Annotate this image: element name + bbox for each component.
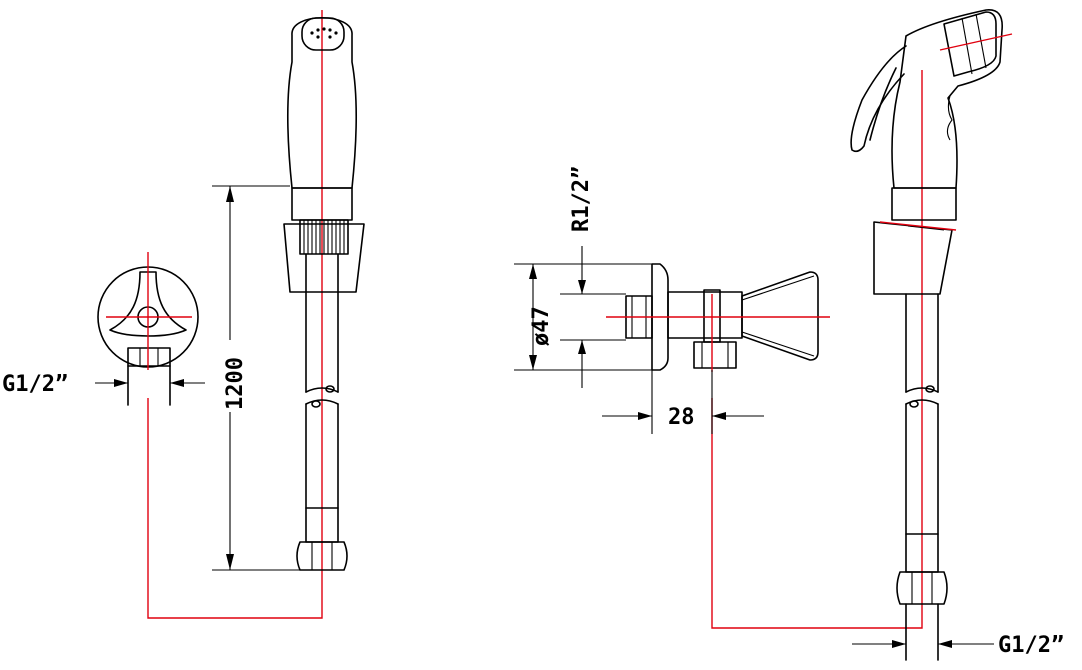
- dimension-flange-diameter: ø47: [514, 263, 652, 371]
- dim-valve-thread-label: R1/2”: [569, 166, 594, 232]
- dim-inlet-left-label: G1/2”: [2, 372, 68, 397]
- right-red-marks: [879, 33, 1013, 231]
- dimension-valve-thread: R1/2”: [560, 166, 626, 388]
- dim-valve-depth-label: 28: [668, 405, 695, 430]
- hose-right: [896, 293, 948, 661]
- dimension-inlet-left: G1/2”: [2, 372, 205, 397]
- hand-shower-trigger-view: [850, 9, 1003, 295]
- valve-centerlines: [606, 70, 923, 629]
- hose-left: [296, 253, 348, 571]
- knurled-grip: [303, 220, 345, 254]
- left-centerlines: [106, 10, 323, 619]
- dimension-hose-length: 1200: [212, 185, 300, 571]
- dim-hose-length-label: 1200: [223, 357, 248, 410]
- dimension-inlet-right: G1/2”: [852, 633, 1064, 658]
- dimension-valve-depth: 28: [602, 370, 764, 434]
- hand-shower-side-view: [283, 17, 365, 293]
- dim-inlet-right-label: G1/2”: [998, 633, 1064, 658]
- dim-flange-diameter-label: ø47: [529, 306, 554, 346]
